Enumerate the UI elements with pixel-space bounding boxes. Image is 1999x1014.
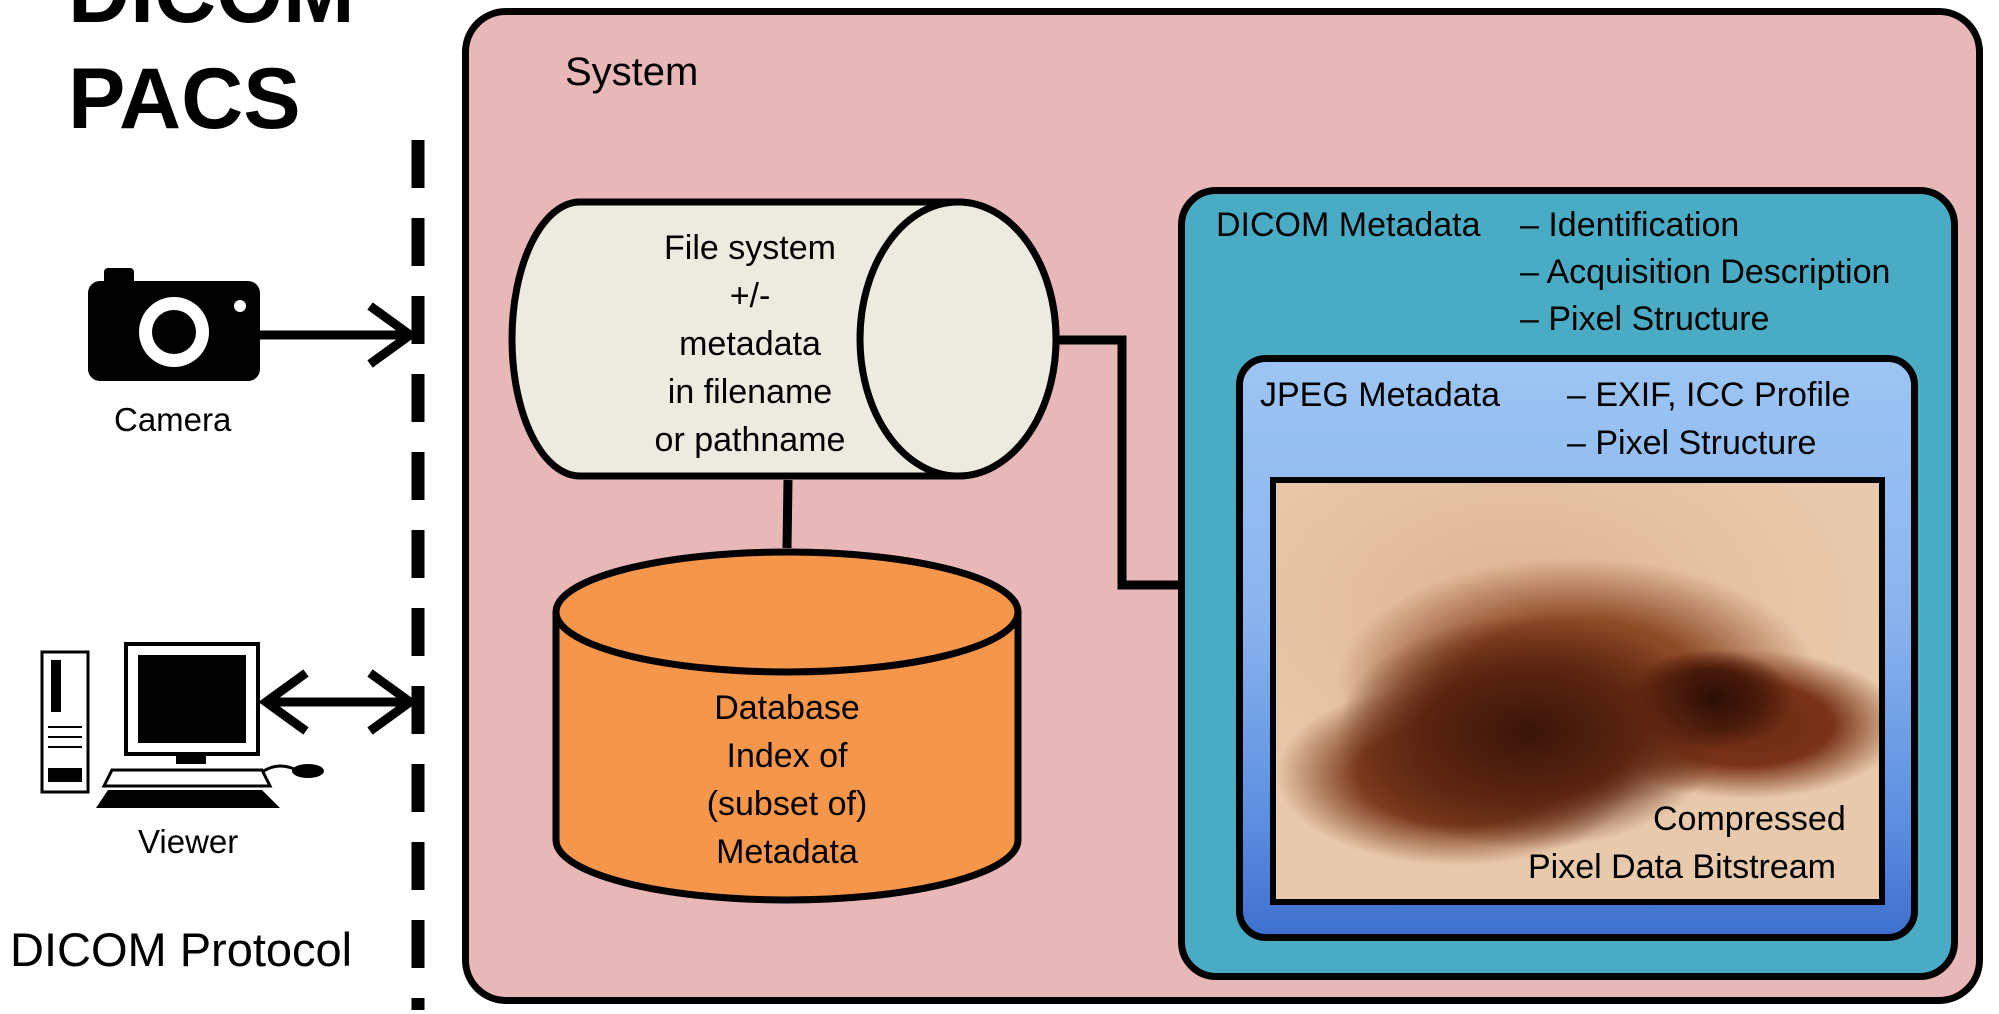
dicom-metadata-title: DICOM Metadata: [1216, 206, 1481, 244]
database-line: Index of: [726, 737, 848, 775]
database-cylinder: [552, 548, 1022, 904]
jpeg-metadata-item: – EXIF, ICC Profile: [1567, 376, 1851, 414]
pixel-data-line2: Pixel Data Bitstream: [1528, 848, 1836, 886]
skin-lesion-image: [1270, 477, 1885, 905]
camera-label: Camera: [114, 401, 232, 438]
pixel-data-line1: Compressed: [1653, 800, 1846, 838]
jpeg-metadata-item: – Pixel Structure: [1567, 424, 1817, 462]
pacs-heading-line1: DICOM: [68, 0, 355, 36]
database-text: Database Index of (subset of) Metadata: [637, 684, 937, 876]
database-line: Metadata: [716, 833, 858, 871]
connector-file-to-dicom: [1058, 335, 1180, 590]
dicom-metadata-item: – Pixel Structure: [1520, 300, 1770, 338]
file-system-line: or pathname: [654, 421, 846, 459]
pacs-heading-line2: PACS: [68, 51, 301, 147]
dicom-metadata-item: – Identification: [1520, 206, 1740, 244]
viewer-label: Viewer: [138, 823, 239, 860]
file-system-line: +/-: [729, 277, 771, 315]
system-label: System: [565, 50, 699, 94]
dicom-metadata-item: – Acquisition Description: [1520, 253, 1891, 291]
computer-icon: [40, 642, 324, 808]
camera-arrow: [255, 302, 418, 368]
file-system-line: in filename: [667, 373, 833, 411]
database-line: (subset of): [706, 785, 868, 823]
file-system-line: metadata: [679, 325, 821, 363]
file-system-cylinder: [508, 198, 1060, 480]
jpeg-metadata-title: JPEG Metadata: [1260, 376, 1501, 414]
database-line: Database: [714, 689, 860, 727]
file-system-text: File system +/- metadata in filename or …: [600, 224, 900, 464]
file-system-line: File system: [664, 229, 836, 267]
dicom-protocol-label: DICOM Protocol: [10, 923, 353, 976]
connector-file-to-database: [782, 479, 793, 549]
viewer-arrow: [258, 669, 418, 735]
camera-icon: [88, 268, 260, 381]
